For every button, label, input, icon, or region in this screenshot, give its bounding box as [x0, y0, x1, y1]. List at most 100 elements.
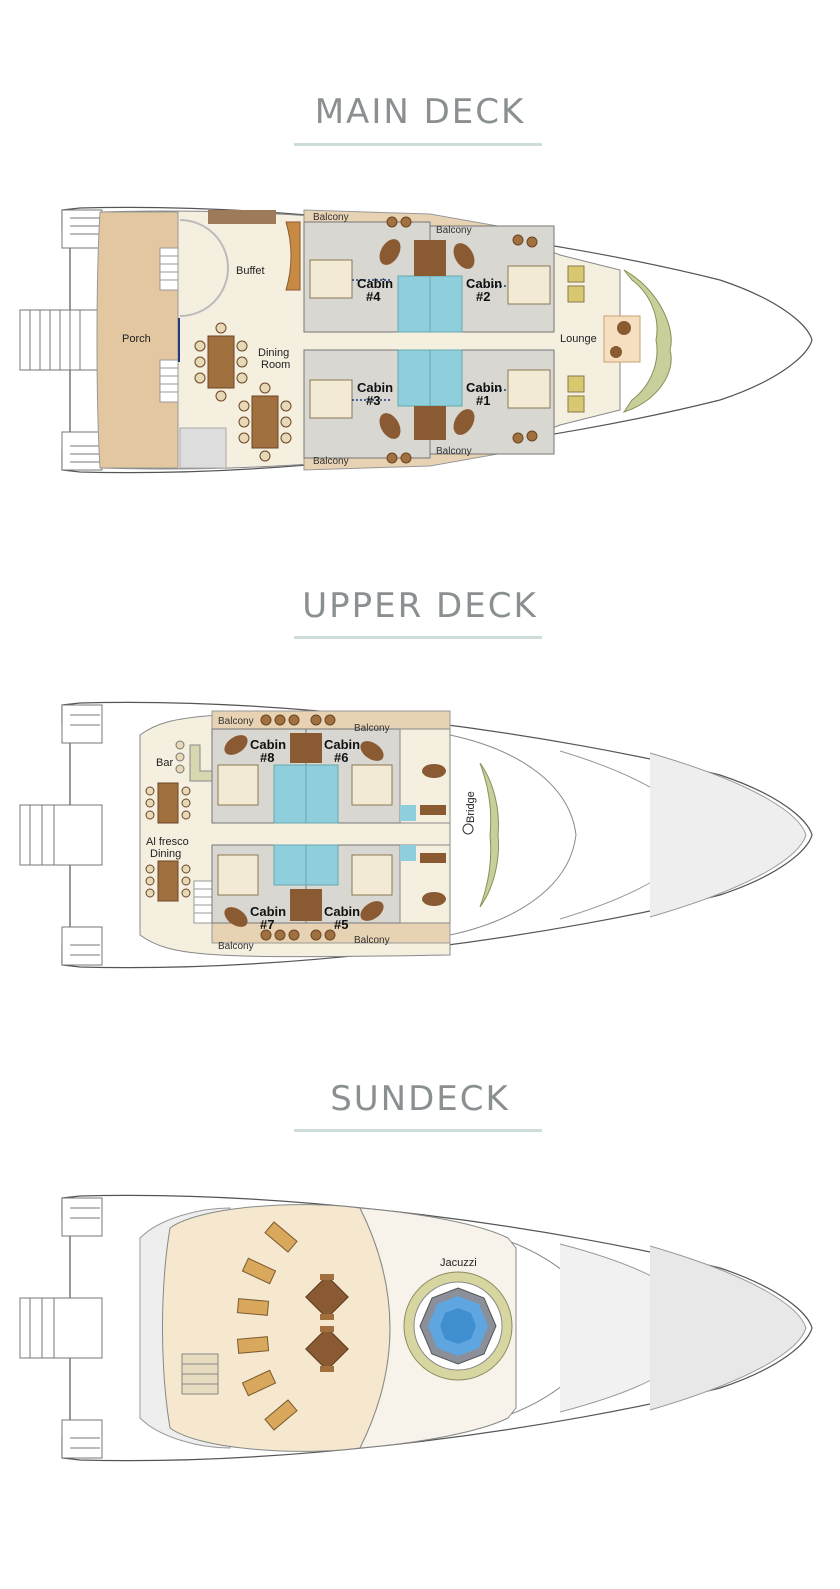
cabin-8-bath: [273, 764, 307, 824]
cabin-6-bath: [305, 764, 339, 824]
cabin-2-label-a: Cabin: [466, 276, 502, 291]
bridge-console: [479, 762, 499, 908]
cabin-6-wardrobe: [306, 733, 322, 763]
cabin-5-label-a: Cabin: [324, 904, 360, 919]
cabin-4-label-b: #4: [366, 289, 381, 304]
cabin-1-bed: [507, 369, 551, 409]
cabin-1-label-a: Cabin: [466, 380, 502, 395]
lounge-bench: [622, 269, 672, 413]
cabin-1-wardrobe: [430, 406, 446, 440]
cabin-5-bath: [305, 844, 339, 886]
cabin-4-wardrobe: [414, 240, 430, 276]
cabin-3-bed: [309, 379, 353, 419]
sun-loungers: [236, 1221, 298, 1431]
cabin-8-wardrobe: [290, 733, 306, 763]
alfresco-table-1: [145, 782, 191, 824]
cabin-3-label-a: Cabin: [357, 380, 393, 395]
sundeck-aft-steps: [19, 1197, 103, 1459]
cabin-4-table: [379, 239, 401, 265]
aft-swim-steps-top: [61, 209, 103, 249]
upper-cabin-block: Cabin #8 Cabin #6 Cabin #7 Cabin #5 Balc…: [211, 710, 451, 952]
jacuzzi: [403, 1271, 513, 1381]
cabin-5-label-b: #5: [334, 917, 348, 932]
buffet-top-counter: [208, 210, 276, 224]
cabin-1-table: [453, 409, 475, 435]
cabin-2-table: [453, 243, 475, 269]
sundeck-stairs: [181, 1353, 219, 1395]
cabin-4-label-a: Cabin: [357, 276, 393, 291]
upper-deck-title-rule: [294, 636, 542, 639]
jacuzzi-label: Jacuzzi: [440, 1257, 477, 1269]
cabin-5-table: [360, 901, 384, 921]
cabin-3-label-b: #3: [366, 393, 380, 408]
cabin-2-bed: [507, 265, 551, 305]
helm-wheel-icon: [462, 823, 474, 835]
sundeck-plan: Jacuzzi: [19, 1194, 813, 1462]
cabin-7-wardrobe: [290, 889, 306, 921]
main-deck-title-rule: [294, 143, 542, 146]
upper-balcony-chairs: [260, 714, 336, 941]
cabin-2-bath: [429, 275, 463, 333]
buffet-sideboard: [285, 221, 301, 291]
cabin-8-label-a: Cabin: [250, 737, 286, 752]
upper-balcony-label-bl: Balcony: [218, 941, 254, 952]
alfresco-label-1: Al fresco: [146, 836, 189, 848]
cabin-3-table: [379, 413, 401, 439]
cabin-5-bed: [351, 854, 393, 896]
upper-stairs: [193, 880, 213, 924]
crew-quarters: [399, 728, 451, 924]
sundeck-table-2: [305, 1326, 349, 1372]
aft-stairs-center: [19, 309, 103, 371]
buffet-counter: [179, 219, 229, 317]
cabin-1-label-b: #1: [476, 393, 490, 408]
cabin-8-label-b: #8: [260, 750, 274, 765]
cabin-6-label-b: #6: [334, 750, 348, 765]
cabin-3-bath: [397, 349, 431, 407]
balcony-label-top-left: Balcony: [313, 212, 349, 223]
upper-balcony-label-tl: Balcony: [218, 716, 254, 727]
upper-balcony-label-tr: Balcony: [354, 723, 390, 734]
alfresco-label-2: Dining: [150, 848, 181, 860]
cabin-2-wardrobe: [430, 240, 446, 276]
upper-aft-steps: [19, 704, 103, 966]
cabin-7-bath: [273, 844, 307, 886]
upper-deck-plan: Bar Al fresco Dining: [19, 701, 813, 969]
balcony-label-bottom-left: Balcony: [313, 456, 349, 467]
upper-balcony-label-br: Balcony: [354, 935, 390, 946]
bridge-label: Bridge: [465, 791, 477, 823]
aft-swim-steps-bottom: [61, 431, 103, 471]
balcony-label-bottom-right: Balcony: [436, 446, 472, 457]
sundeck-title: SUNDECK: [330, 1079, 510, 1119]
upper-deck-title: UPPER DECK: [302, 586, 538, 626]
bar-stools: [175, 740, 185, 774]
cabin-6-bed: [351, 764, 393, 806]
porch-label: Porch: [122, 333, 151, 345]
sundeck-bow-curve-3: [649, 1245, 807, 1411]
porch-area: [96, 211, 179, 469]
cabin-8-bed: [217, 764, 259, 806]
cabin-7-table: [224, 907, 248, 927]
dining-room-label-1: Dining: [258, 347, 289, 359]
main-deck-plan: Porch Buffet Dining Room: [19, 206, 813, 474]
cabin-4-bed: [309, 259, 353, 299]
cabin-7-label-a: Cabin: [250, 904, 286, 919]
porch-stairs: [159, 247, 179, 403]
balcony-chairs: [386, 216, 538, 464]
cabin-4-bath: [397, 275, 431, 333]
balcony-label-top-right: Balcony: [436, 225, 472, 236]
bar-label: Bar: [156, 757, 173, 769]
upper-bow-curve-3: [649, 752, 807, 918]
cabin-7-label-b: #7: [260, 917, 274, 932]
cabin-6-label-a: Cabin: [324, 737, 360, 752]
main-deck-title: MAIN DECK: [314, 92, 526, 132]
service-area: [179, 427, 227, 469]
cabin-5-wardrobe: [306, 889, 322, 921]
dining-table-2: [238, 382, 292, 462]
main-cabin-block: Cabin #4 Cabin #2 Cabin #3 Cabin #1 Balc…: [303, 209, 555, 471]
cabin-7-bed: [217, 854, 259, 896]
dining-table-1: [194, 322, 248, 402]
upper-bow-curve-1: [449, 734, 577, 936]
buffet-label: Buffet: [236, 265, 265, 277]
cabin-3-wardrobe: [414, 406, 430, 440]
cabin-6-table: [360, 741, 384, 761]
